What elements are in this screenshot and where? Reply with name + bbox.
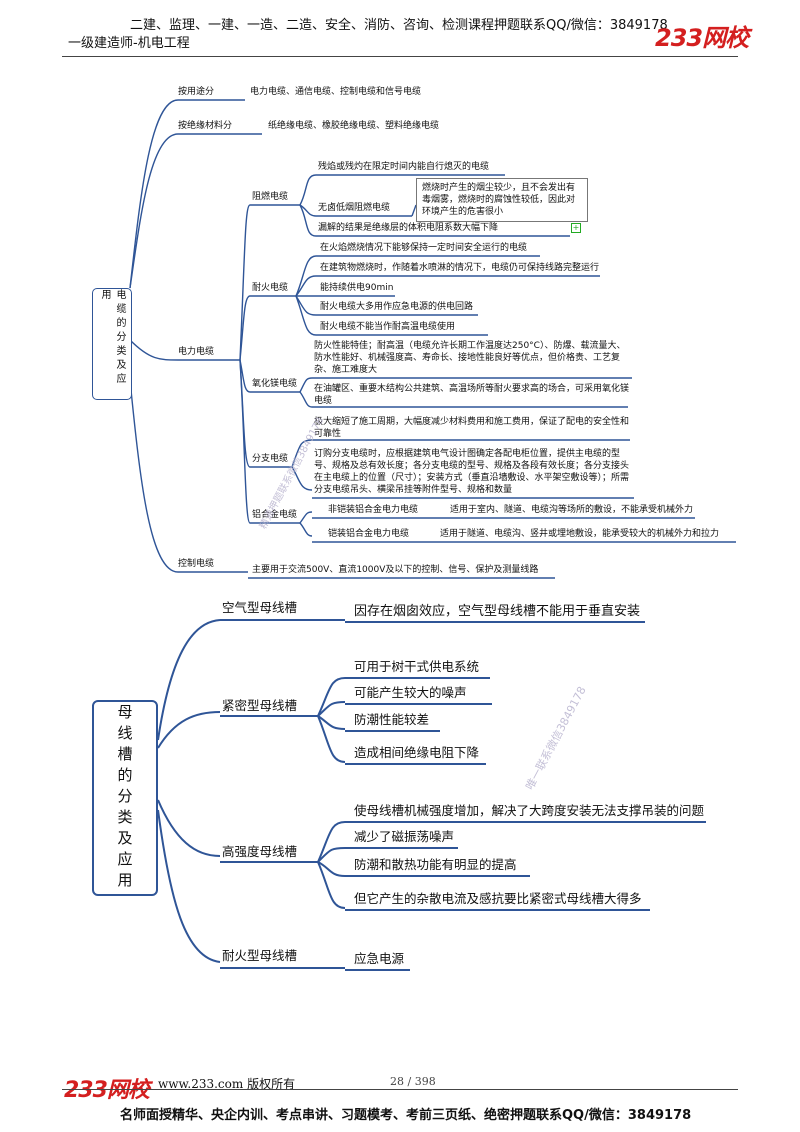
branch-item-1: 极大缩短了施工周期，大幅度减少材料费用和施工费用，保证了配电的安全性和可靠性 — [314, 417, 630, 439]
label-fire-busway: 耐火型母线槽 — [222, 948, 298, 963]
label-control-cable: 控制电缆 — [178, 559, 215, 569]
aluminum-item-1-note: 适用于室内、隧道、电缆沟等场所的敷设，不能承受机械外力 — [450, 505, 694, 515]
page-number: 28 / 398 — [390, 1075, 436, 1088]
label-high-strength-busway: 高强度母线槽 — [222, 844, 298, 859]
footer-divider — [62, 1089, 738, 1090]
text-by-use: 电力电缆、通信电缆、控制电缆和信号电缆 — [250, 87, 422, 97]
label-branch: 分支电缆 — [252, 454, 289, 464]
doc-title: 一级建造师-机电工程 — [68, 36, 190, 51]
label-mineral: 氧化镁电缆 — [252, 379, 298, 389]
fire-item-5: 耐火电缆不能当作耐高温电缆使用 — [320, 322, 456, 332]
high-strength-item-1: 使母线槽机械强度增加，解决了大跨度安装无法支撑吊装的问题 — [354, 803, 705, 818]
label-by-use: 按用途分 — [178, 87, 215, 97]
high-strength-item-4: 但它产生的杂散电流及感抗要比紧密式母线槽大得多 — [354, 891, 642, 906]
footer-promo: 名师面授精华、央企内训、考点串讲、习题模考、考前三页纸、绝密押题联系QQ/微信：… — [120, 1108, 692, 1123]
label-dense-busway: 紧密型母线槽 — [222, 698, 298, 713]
cable-root-box: 电缆的分类及应用 — [92, 288, 132, 400]
label-power-cable: 电力电缆 — [178, 347, 215, 357]
fire-item-2: 在建筑物燃烧时，作随着水喷淋的情况下，电缆仍可保持线路完整运行 — [320, 263, 600, 273]
high-strength-item-3: 防潮和散热功能有明显的提高 — [354, 857, 517, 872]
logo-233: 233网校 — [655, 24, 749, 52]
flame-item-2-note: 燃烧时产生的烟尘较少，且不会发出有毒烟雾，燃烧时的腐蚀性较低，因此对环境产生的危… — [416, 178, 588, 222]
dense-item-3: 防潮性能较差 — [354, 712, 430, 727]
label-by-insulation: 按绝缘材料分 — [178, 121, 233, 131]
label-fire-resistant: 耐火电缆 — [252, 283, 289, 293]
label-aluminum: 铝合金电缆 — [252, 510, 298, 520]
flame-item-2: 无卤低烟阻燃电缆 — [318, 203, 391, 213]
flame-item-3: 漏解的结果是绝缘层的体积电阻系数大幅下降 — [318, 223, 499, 233]
dense-item-1: 可用于树干式供电系统 — [354, 659, 480, 674]
header-promo: 二建、监理、一建、一造、二造、安全、消防、咨询、检测课程押题联系QQ/微信：38… — [130, 18, 668, 33]
mineral-item-2: 在油罐区、重要木结构公共建筑、高温场所等耐火要求高的场合，可采用氧化镁电缆 — [314, 384, 630, 406]
dense-item-4: 造成相间绝缘电阻下降 — [354, 745, 480, 760]
busway-root-box: 母线槽的分类及应用 — [92, 700, 158, 896]
label-air-busway: 空气型母线槽 — [222, 600, 298, 615]
expand-plus-icon[interactable]: + — [571, 223, 581, 233]
text-control-cable: 主要用于交流500V、直流1000V及以下的控制、信号、保护及测量线路 — [252, 565, 539, 575]
aluminum-item-2: 铠装铝合金电力电缆 — [328, 529, 410, 539]
fire-item-4: 耐火电缆大多用作应急电源的供电回路 — [320, 302, 474, 312]
dense-item-2: 可能产生较大的噪声 — [354, 685, 467, 700]
footer-copyright: www.233.com 版权所有 — [158, 1077, 296, 1091]
header-divider — [62, 56, 738, 57]
aluminum-item-2-note: 适用于隧道、电缆沟、竖井或埋地敷设，能承受较大的机械外力和拉力 — [440, 529, 720, 539]
branch-item-2: 订购分支电缆时，应根据建筑电气设计图确定各配电柜位置，提供主电缆的型号、规格及总… — [314, 449, 630, 495]
high-strength-item-2: 减少了磁振荡噪声 — [354, 829, 455, 844]
text-by-insulation: 纸绝缘电缆、橡胶绝缘电缆、塑料绝缘电缆 — [268, 121, 440, 131]
aluminum-item-1: 非铠装铝合金电力电缆 — [328, 505, 419, 515]
fire-item-3: 能持续供电90min — [320, 283, 394, 293]
fire-item-1: 在火焰燃烧情况下能够保持一定时间安全运行的电缆 — [320, 243, 528, 253]
footer-logo-233: 233网校 — [64, 1078, 150, 1103]
air-item-1: 因存在烟囱效应，空气型母线槽不能用于垂直安装 — [354, 604, 641, 619]
mineral-item-1: 防火性能特佳；耐高温（电缆允许长期工作温度达250°C）、防爆、载流量大、防水性… — [314, 341, 626, 375]
flame-item-1: 残焰或残灼在限定时间内能自行熄灭的电缆 — [318, 162, 490, 172]
fire-busway-item-1: 应急电源 — [354, 951, 405, 966]
label-flame-retardant: 阻燃电缆 — [252, 192, 289, 202]
